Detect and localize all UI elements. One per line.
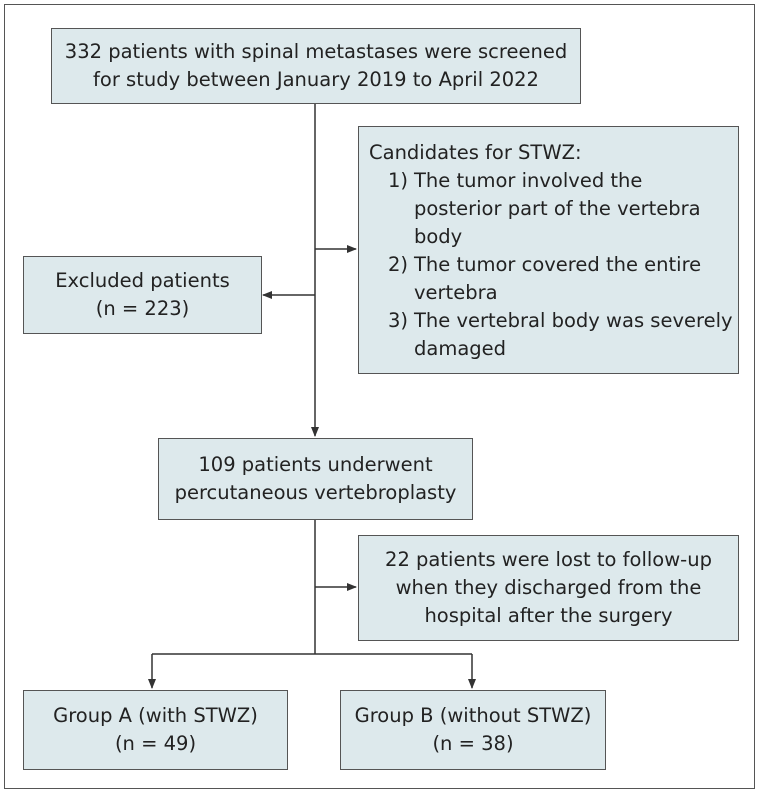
lost-line-1: 22 patients were lost to follow-up <box>385 548 712 571</box>
lost-to-followup-box: 22 patients were lost to follow-up when … <box>358 535 739 641</box>
criterion-2-number: 2) <box>387 253 408 276</box>
criterion-2-line-1: The tumor covered the entire <box>414 253 702 276</box>
group-a-line-1: Group A (with STWZ) <box>53 704 258 727</box>
vertebroplasty-box: 109 patients underwent percutaneous vert… <box>158 438 473 520</box>
criterion-2: 2) The tumor covered the entire vertebra <box>369 251 728 307</box>
group-b-line-1: Group B (without STWZ) <box>354 704 592 727</box>
criterion-1: 1) The tumor involved the posterior part… <box>369 167 728 251</box>
criterion-3-line-1: The vertebral body was severely <box>414 309 733 332</box>
criterion-3: 3) The vertebral body was severely damag… <box>369 307 733 363</box>
excluded-line-1: Excluded patients <box>55 269 230 292</box>
screening-line-2: for study between January 2019 to April … <box>93 68 539 91</box>
criterion-3-line-2: damaged <box>414 337 507 360</box>
criterion-1-line-2: posterior part of the vertebra <box>414 197 701 220</box>
criterion-2-line-2: vertebra <box>414 281 498 304</box>
candidates-box: Candidates for STWZ: 1) The tumor involv… <box>358 126 739 374</box>
screening-line-1: 332 patients with spinal metastases were… <box>64 40 568 63</box>
candidates-title: Candidates for STWZ: <box>369 141 582 164</box>
vertebroplasty-line-2: percutaneous vertebroplasty <box>174 481 457 504</box>
figure-frame <box>4 4 755 789</box>
excluded-box: Excluded patients (n = 223) <box>23 256 262 334</box>
criterion-1-line-1: The tumor involved the <box>414 169 643 192</box>
screening-box: 332 patients with spinal metastases were… <box>51 28 581 104</box>
criterion-1-number: 1) <box>387 169 408 192</box>
vertebroplasty-line-1: 109 patients underwent <box>198 453 433 476</box>
excluded-line-2: (n = 223) <box>95 297 190 320</box>
group-a-line-2: (n = 49) <box>114 732 197 755</box>
group-b-line-2: (n = 38) <box>432 732 514 755</box>
criterion-1-line-3: body <box>414 225 463 248</box>
lost-line-2: when they discharged from the <box>395 576 702 599</box>
group-b-box: Group B (without STWZ) (n = 38) <box>340 690 606 770</box>
criterion-3-number: 3) <box>387 309 408 332</box>
lost-line-3: hospital after the surgery <box>424 604 673 627</box>
group-a-box: Group A (with STWZ) (n = 49) <box>23 690 288 770</box>
